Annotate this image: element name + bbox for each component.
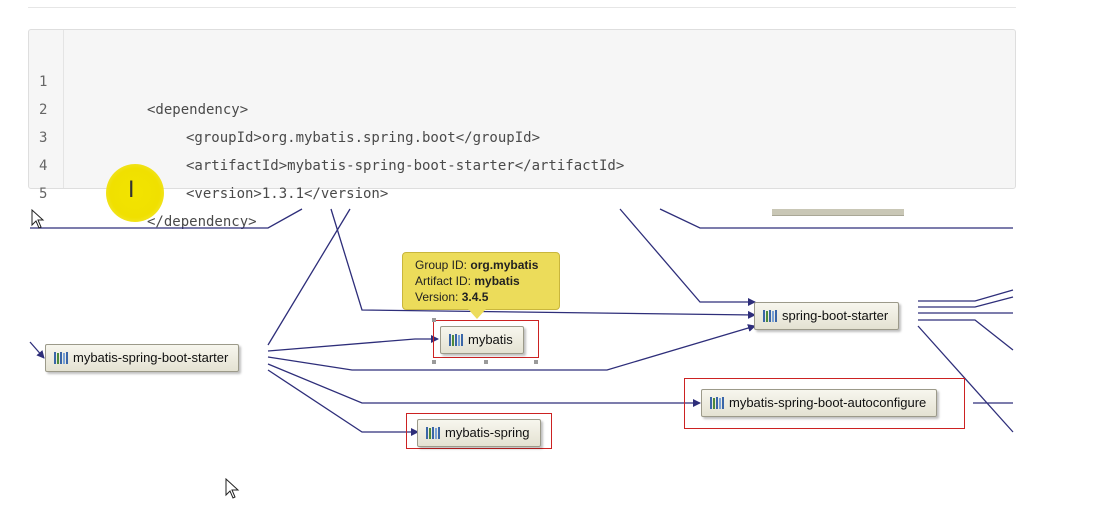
line-number: 5: [39, 186, 48, 202]
edge-starter-to-mybatis-spring: [267, 369, 419, 436]
code-line-3: 3 <artifactId>mybatis-spring-boot-starte…: [29, 96, 1015, 174]
tooltip-value: mybatis: [474, 274, 520, 288]
edge-vertical-to-mybatis-row: [330, 208, 756, 319]
selection-handle[interactable]: [534, 360, 538, 364]
selection-handle[interactable]: [484, 360, 488, 364]
top-divider: [28, 7, 1016, 8]
tooltip-artifact-row: Artifact ID: mybatis: [415, 273, 559, 289]
node-label: spring-boot-starter: [782, 308, 889, 323]
tooltip-group-row: Group ID: org.mybatis: [415, 257, 559, 273]
line-number: 3: [39, 130, 48, 146]
line-number: 1: [39, 74, 48, 90]
code-block: 1 <dependency> 2 <groupId>org.mybatis.sp…: [28, 29, 1016, 230]
tooltip-label: Artifact ID:: [415, 274, 472, 288]
selection-handle[interactable]: [432, 318, 436, 322]
mouse-pointer-icon: [225, 478, 240, 499]
edge-left-in: [29, 341, 45, 359]
node-mybatis-spring-boot-autoconfigure[interactable]: mybatis-spring-boot-autoconfigure: [701, 389, 938, 417]
code-text: <dependency>: [147, 102, 249, 118]
code-line-1: 1 <dependency>: [29, 40, 1015, 118]
selection-handle[interactable]: [432, 360, 436, 364]
edge-out-2: [918, 296, 1014, 308]
edge-starter-to-spring-boot-starter: [267, 324, 756, 371]
library-icon: [763, 310, 778, 322]
tooltip-version-row: Version: 3.4.5: [415, 289, 559, 305]
highlight-box-mybatis-spring: [406, 413, 552, 449]
edge-starter-to-mybatis: [267, 335, 439, 352]
node-mybatis-spring[interactable]: mybatis-spring: [417, 419, 541, 447]
node-label: mybatis-spring-boot-autoconfigure: [729, 395, 927, 410]
mouse-pointer-icon: [31, 209, 45, 229]
code-line-4: 4 <version>1.3.1</version>: [29, 124, 1015, 202]
code-line-5: 5 </dependency>: [29, 152, 1015, 230]
edge-starter-to-autoconfigure: [267, 363, 701, 407]
edge-out-5: [917, 325, 1014, 433]
code-line-2: 2 <groupId>org.mybatis.spring.boot</grou…: [29, 68, 1015, 146]
edge-top-right: [659, 208, 1013, 229]
node-mybatis[interactable]: mybatis: [440, 326, 524, 354]
edge-starter-up: [267, 208, 351, 346]
node-tooltip: Group ID: org.mybatis Artifact ID: mybat…: [402, 252, 560, 310]
library-icon: [449, 334, 464, 346]
tooltip-label: Version:: [415, 290, 459, 304]
edge-out-4: [918, 319, 1014, 351]
edge-top-to-spring-boot-starter: [619, 208, 756, 306]
highlight-box-mybatis: [433, 320, 539, 358]
edge-top-left: [30, 208, 303, 229]
node-label: mybatis-spring: [445, 425, 530, 440]
node-spring-boot-starter[interactable]: spring-boot-starter: [754, 302, 900, 330]
line-number: 4: [39, 158, 48, 174]
library-icon: [426, 427, 441, 439]
node-label: mybatis-spring-boot-starter: [73, 350, 229, 365]
line-number-gutter: [29, 30, 64, 188]
code-text: <artifactId>mybatis-spring-boot-starter<…: [186, 158, 625, 174]
partial-node-top: [772, 209, 904, 216]
node-label: mybatis: [468, 332, 513, 347]
highlight-box-autoconfigure: [684, 378, 965, 429]
cursor-highlight: [106, 164, 164, 222]
tooltip-label: Group ID:: [415, 258, 468, 272]
code-text: </dependency>: [147, 214, 257, 230]
edge-out-1: [918, 289, 1014, 302]
tooltip-value: org.mybatis: [470, 258, 539, 272]
library-icon: [54, 352, 69, 364]
node-mybatis-spring-boot-starter[interactable]: mybatis-spring-boot-starter: [45, 344, 240, 372]
code-text: <groupId>org.mybatis.spring.boot</groupI…: [186, 130, 541, 146]
tooltip-value: 3.4.5: [461, 290, 489, 304]
tooltip-pointer: [468, 309, 486, 319]
line-number: 2: [39, 102, 48, 118]
code-text: <version>1.3.1</version>: [186, 186, 389, 202]
dependency-graph-edges: [29, 208, 1014, 436]
library-icon: [710, 397, 725, 409]
text-cursor-icon: I: [128, 178, 135, 203]
